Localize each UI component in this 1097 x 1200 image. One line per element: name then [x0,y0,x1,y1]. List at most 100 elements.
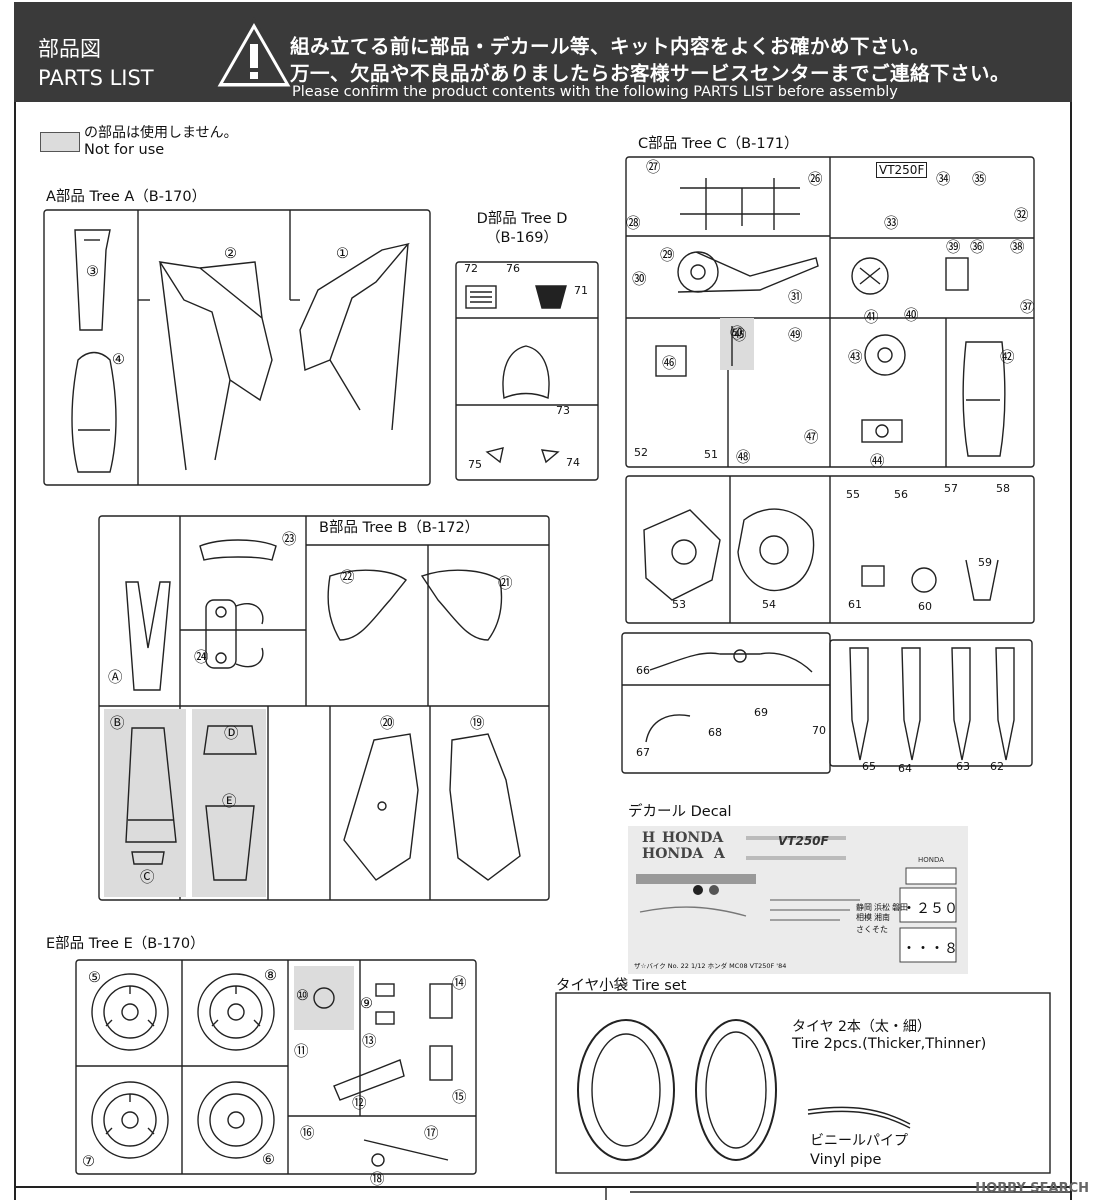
tree-c-part-66-handlebar [649,649,813,673]
tree-c-engine-53-54 [643,508,815,601]
part-number: ⑦ [82,1154,95,1170]
part-number: ㊱ [970,240,985,256]
decal-plate-6: さくそた [856,925,888,934]
tree-b-part-b-seat-cowl [125,727,177,843]
part-number: ⑰ [424,1126,439,1142]
tire-jp-label: タイヤ 2本（太・細） [792,1019,931,1035]
parts-list-header: 部品図 PARTS LIST 組み立てる前に部品・デカール等、キット内容をよくお… [14,2,1072,102]
tree-a-label: A部品 Tree A（B-170） [46,189,207,205]
warning-english: Please confirm the product contents with… [292,84,898,100]
part-number: ㉘ [626,216,641,232]
left-page-rule [14,102,16,1200]
decal-vt250f: VT250F [778,834,829,848]
tree-c-part-50-strip [720,318,754,370]
tree-a-part-1-frame [299,242,410,431]
part-number: ㉙ [660,248,675,264]
part-number: ④ [112,352,125,368]
part-number: ⑩ [296,988,309,1004]
title-en: PARTS LIST [38,66,154,90]
part-number: 54 [762,598,776,611]
tire-en-label: Tire 2pcs.(Thicker,Thinner) [792,1036,987,1052]
part-number: ㊷ [1000,350,1015,366]
part-number: 56 [894,488,908,501]
tree-c-part-59-handle [965,559,999,601]
part-number: ⑪ [294,1044,309,1060]
tree-d-part-72-headlight [465,285,497,309]
part-number: 69 [754,706,768,719]
decal-plate-3: 磐田 [892,903,908,912]
decal-plate-5: 湘南 [874,913,890,922]
part-number: ③ [86,264,99,280]
part-number: 60 [918,600,932,613]
tree-b-not-for-use-shading [104,709,266,897]
tree-d-part-73-screen [502,345,550,400]
tree-d-parts-74-75 [485,447,560,464]
part-number: 62 [990,760,1004,773]
tree-d-part-71-meter [535,285,567,309]
tree-a-part-3-tail-bracket [74,229,111,331]
part-number: ⑯ [300,1126,315,1142]
tree-a-part-2-frame [158,261,273,471]
part-number: ⑫ [352,1096,367,1112]
tree-e-label: E部品 Tree E（B-170） [46,936,205,952]
part-number: 53 [672,598,686,611]
part-number: 63 [956,760,970,773]
tree-c-part-60-cap [911,567,937,593]
part-number: ① [336,246,349,262]
tree-c-parts-62-65-mufflers [849,647,1015,761]
tree-c-part-43-sprocket [864,334,906,376]
tree-c-part-41-wheel-hub [851,257,889,295]
decal-texts: H HONDA HONDA A VT250F HONDA 静岡 浜松 磐田 相模… [628,826,968,974]
part-number: ㉞ [936,172,951,188]
bottom-page-rule [14,1186,1072,1188]
part-number: ⑨ [360,996,373,1012]
part-number: ⑭ [452,976,467,992]
part-number: Ⓔ [222,794,237,810]
part-number: ㉑ [498,576,513,592]
part-number: ㊶ [864,310,879,326]
part-number: 55 [846,488,860,501]
decal-plate-number-250: ・２５０ [902,901,958,917]
decal-sheet [628,826,968,974]
tire-thick-icon [577,1019,675,1161]
part-number: Ⓒ [140,870,155,886]
part-number: ㉟ [972,172,987,188]
part-number: 65 [862,760,876,773]
tree-e-small-parts [313,983,453,1167]
part-number: ㉛ [788,290,803,306]
part-number: 75 [468,458,482,471]
tree-b-label: B部品 Tree B（B-172） [319,520,480,536]
tree-d-label: D部品 Tree D （B-169） [462,210,582,248]
decal-plate-number-8: ・・・８ [902,941,958,957]
tree-a-runner [43,209,431,486]
tree-b-part-e [205,805,255,881]
decal-plate-1: 静岡 [856,903,872,912]
tree-b-part-c [131,851,165,865]
part-number: 66 [636,664,650,677]
part-number: 73 [556,404,570,417]
tree-e-runner [75,959,477,1175]
decal-plate-4: 相模 [856,913,872,922]
part-number: ⑤ [88,970,101,986]
right-page-rule [1070,102,1072,1200]
part-number: 57 [944,482,958,495]
part-number: 58 [996,482,1010,495]
part-number: 67 [636,746,650,759]
part-number: ㉜ [1014,208,1029,224]
part-number: ⑳ [380,716,395,732]
part-number: ㊳ [1010,240,1025,256]
tree-c-vt250f-text: VT250F [876,162,928,178]
tree-c-part-46-bracket [655,345,687,377]
part-number: ⑬ [362,1034,377,1050]
part-number: ㊸ [848,350,863,366]
tree-c-part-39-box [945,257,969,291]
part-number: 52 [634,446,648,459]
decal-a: A [714,846,725,862]
vinyl-pipe-icon [807,1106,911,1129]
part-number: 59 [978,556,992,569]
decal-honda-1: HONDA [662,830,724,846]
tree-b-part-24-bracket [205,599,264,669]
part-number: Ⓓ [224,726,239,742]
tree-c-part-26-fork [680,178,800,230]
tree-a-part-4-seat [71,351,117,473]
